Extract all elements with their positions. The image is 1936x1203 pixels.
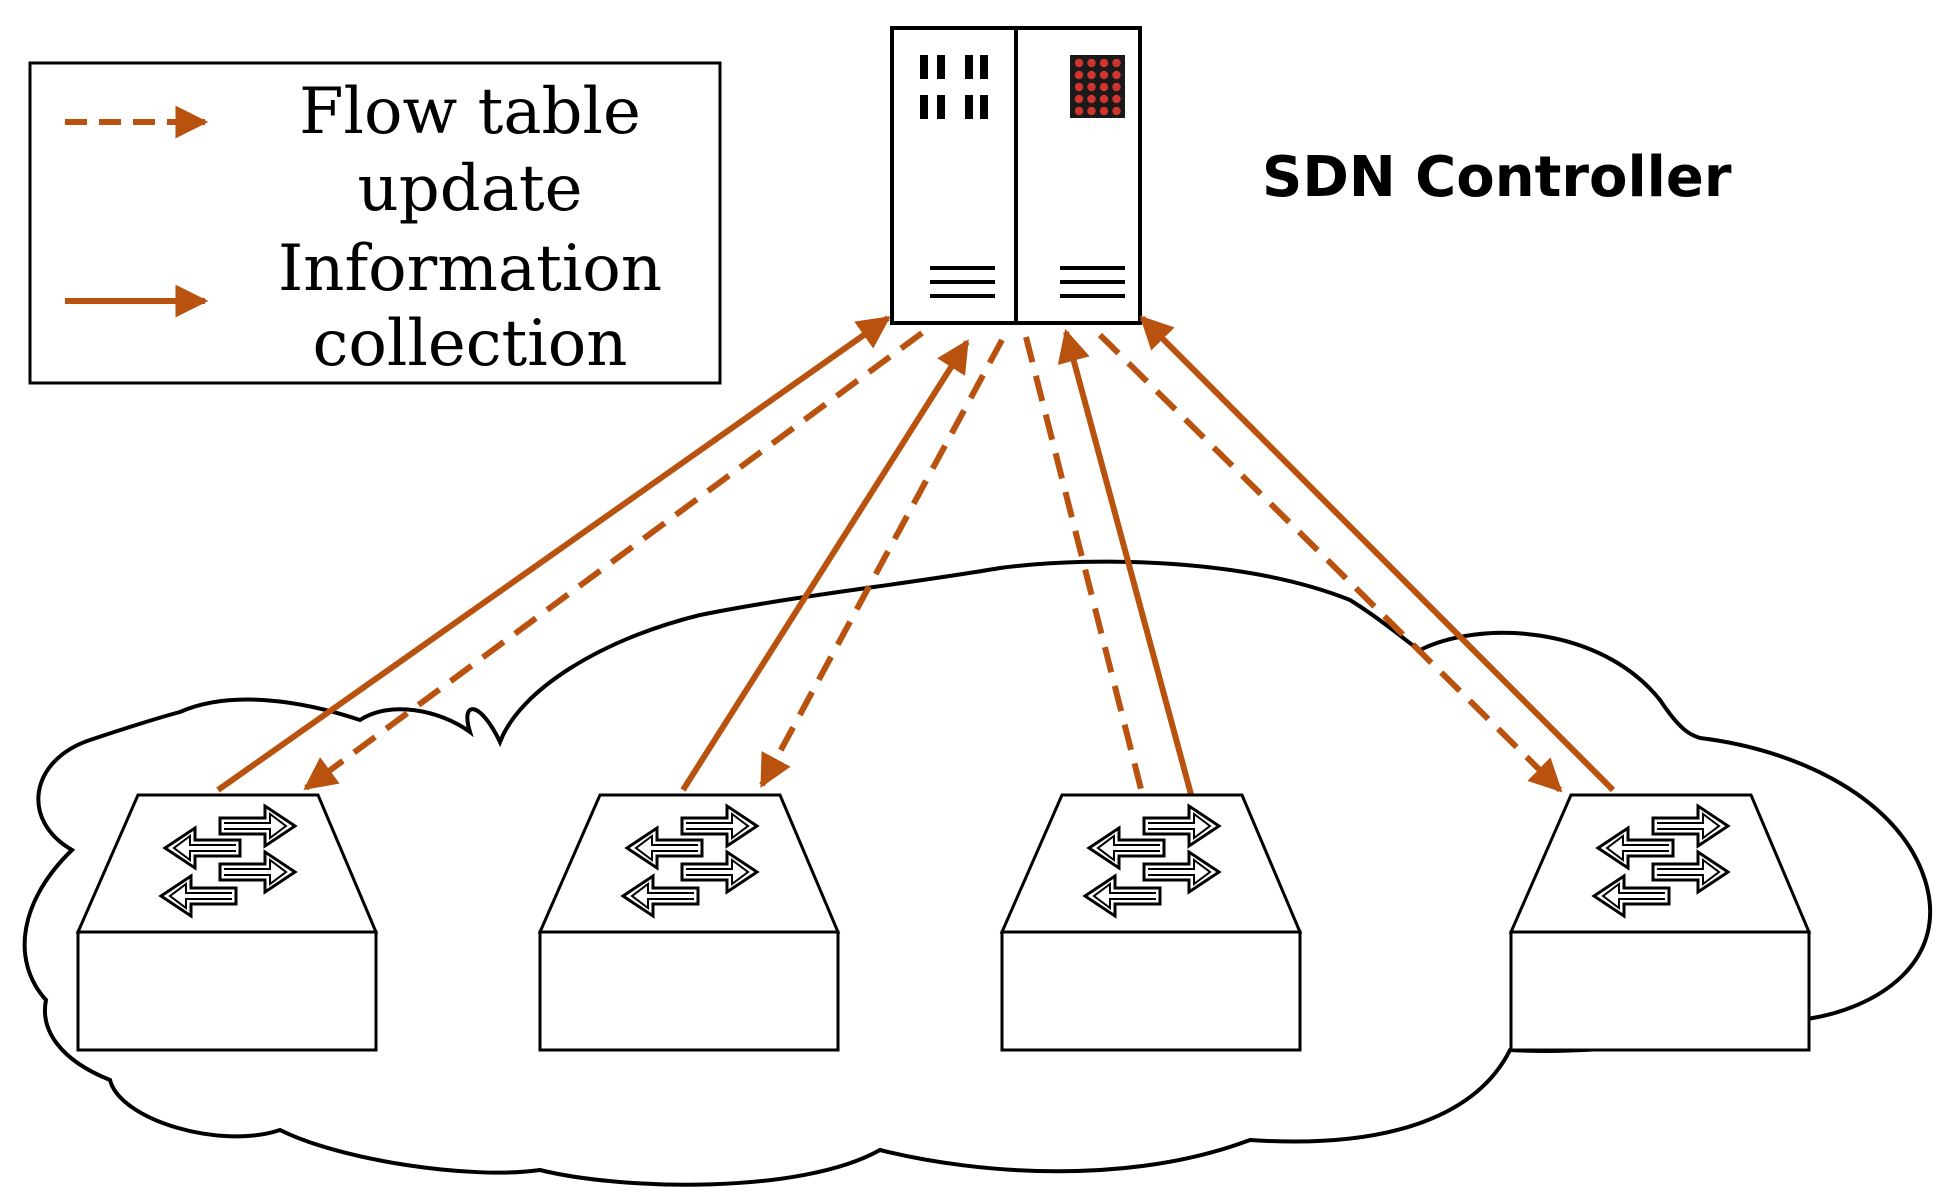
info-arrow-switch-1 (216, 315, 891, 793)
switch-3 (999, 793, 1303, 1052)
info-arrow-switch-2 (680, 339, 970, 792)
connection-arrows (216, 315, 1616, 799)
legend-flow-line1: Flow table (299, 75, 641, 149)
switch-2 (537, 793, 841, 1052)
sdn-controller: SDN Controller (890, 26, 1732, 325)
flow-arrow-switch-1 (303, 330, 924, 791)
server-indicator-icon (920, 55, 988, 119)
switch-front (76, 930, 378, 1052)
switch-1 (75, 793, 379, 1052)
controller-label: SDN Controller (1262, 145, 1732, 210)
switch-front (538, 930, 840, 1052)
legend-flow-line2: update (358, 152, 583, 226)
legend-info-line1: Information (278, 232, 662, 306)
switch-front (1000, 930, 1302, 1052)
legend: Flow table update Information collection (28, 61, 722, 385)
network-cloud (22, 559, 1933, 1187)
info-arrow-switch-4 (1139, 315, 1616, 793)
legend-box (28, 61, 722, 385)
legend-info-line2: collection (313, 307, 628, 381)
led-grid-icon (1070, 55, 1125, 118)
flow-arrow-switch-4 (1097, 332, 1563, 793)
info-arrow-switch-3 (1057, 328, 1195, 799)
vent-lines-icon (930, 266, 1125, 298)
switch-front (1509, 930, 1811, 1052)
switch-4 (1508, 793, 1812, 1052)
flow-arrow-switch-2 (759, 338, 1005, 788)
